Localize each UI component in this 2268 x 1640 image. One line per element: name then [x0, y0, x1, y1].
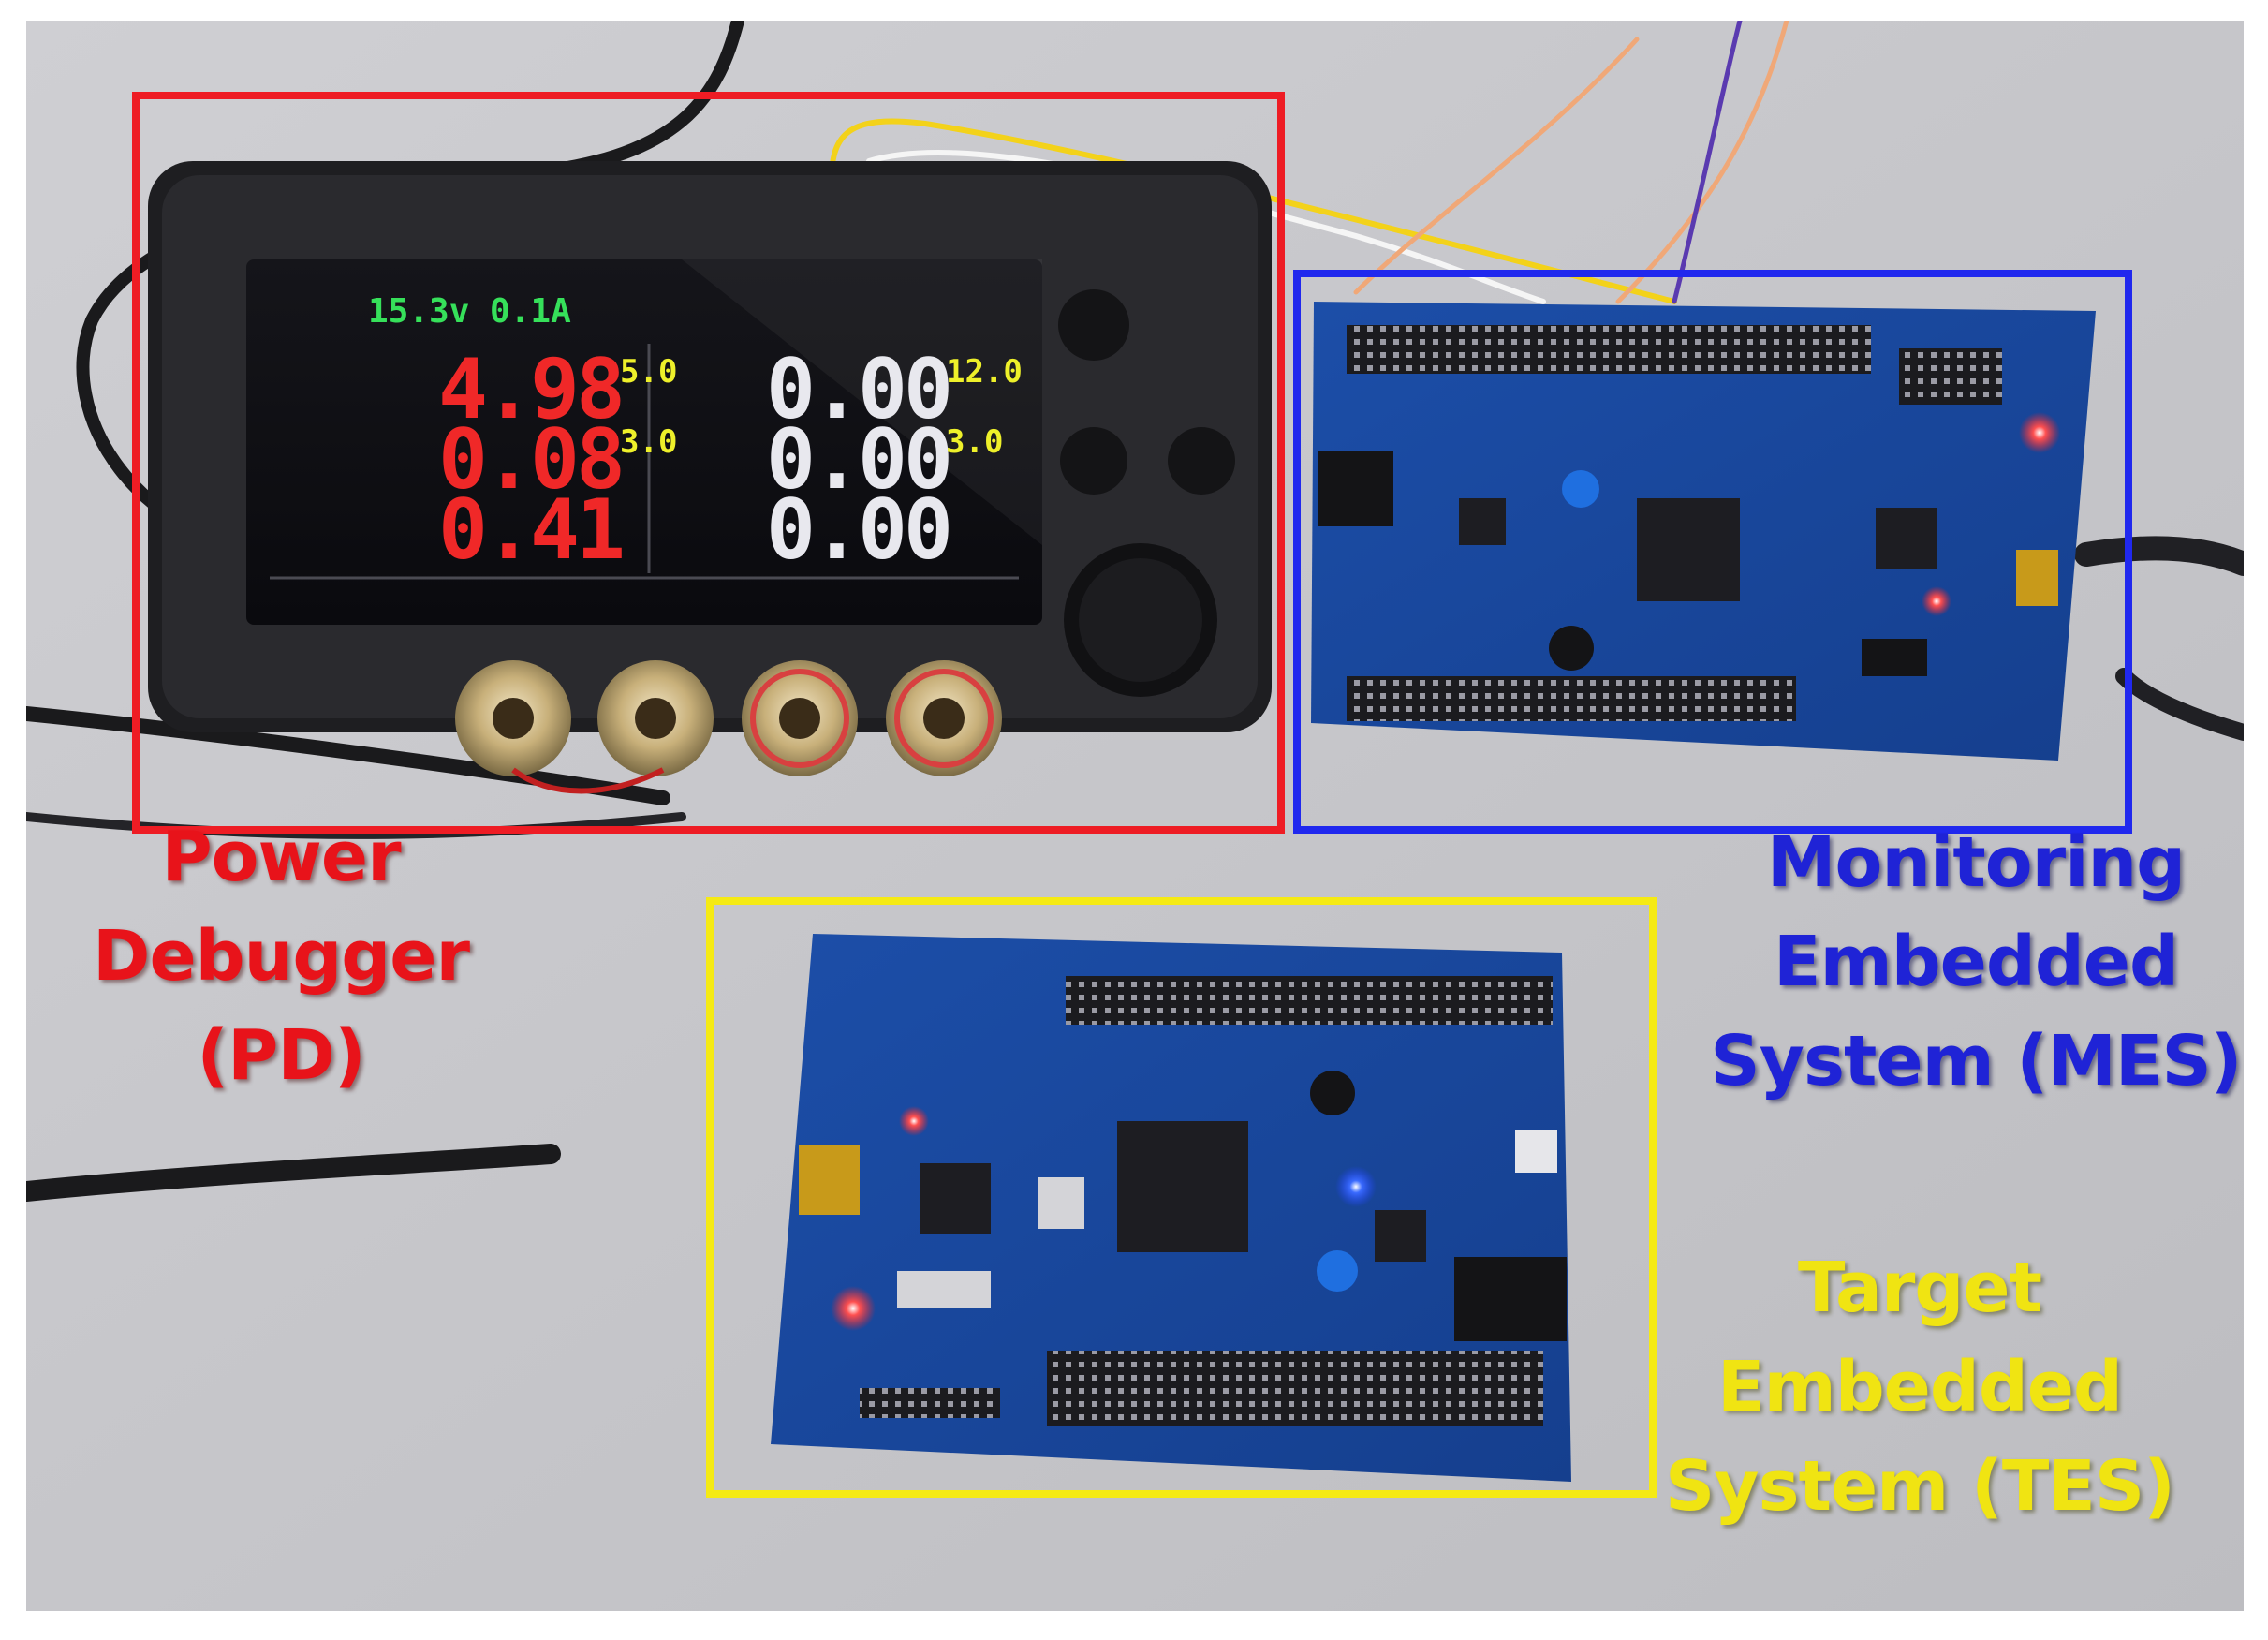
monitoring-board: [1311, 302, 2096, 761]
ch2-power: 0.00: [766, 481, 953, 578]
power-debugger-label: Power Debugger (PD): [56, 807, 506, 1105]
label-line: Target: [1798, 1248, 2042, 1328]
ch2-voltage: 0.00: [766, 341, 953, 437]
ch1-current-setpoint: 3.0: [620, 423, 678, 461]
label-line: Monitoring: [1766, 822, 2186, 903]
power-debugger-device: [148, 161, 1272, 794]
monitoring-system-label: Monitoring Embedded System (MES): [1695, 813, 2257, 1111]
power-debugger-box: [132, 92, 1285, 834]
label-line: Debugger: [93, 916, 470, 997]
label-line: Embedded: [1717, 1347, 2123, 1427]
label-line: Embedded: [1774, 922, 2179, 1002]
ch2-current: 0.00: [766, 411, 953, 508]
label-line: System (MES): [1710, 1021, 2242, 1101]
ch2-voltage-setpoint: 12.0: [946, 353, 1023, 391]
ch1-current: 0.08: [438, 411, 626, 508]
label-line: (PD): [197, 1015, 365, 1096]
monitoring-system-box: [1293, 270, 2132, 834]
ch1-power: 0.41: [438, 481, 626, 578]
target-board: [771, 934, 1571, 1482]
ch1-voltage-setpoint: 5.0: [620, 353, 678, 391]
display-status: 15.3v 0.1A: [368, 292, 571, 331]
target-system-box: [706, 897, 1657, 1498]
ch2-current-setpoint: 3.0: [946, 423, 1004, 461]
lab-setup-photo: [26, 21, 2244, 1611]
label-line: System (TES): [1665, 1446, 2175, 1527]
target-system-label: Target Embedded System (TES): [1648, 1238, 2191, 1536]
ch1-voltage: 4.98: [438, 341, 626, 437]
label-line: Power: [161, 817, 401, 897]
